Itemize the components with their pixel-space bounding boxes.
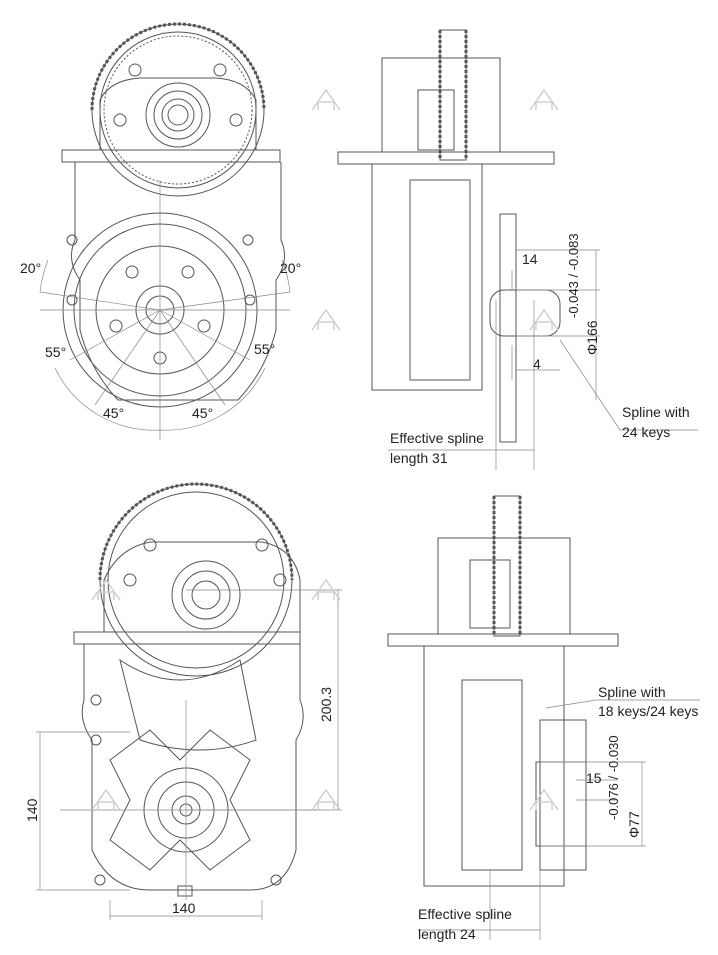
dimension-label: 140 [172, 900, 196, 916]
spline-note: Spline with [598, 684, 666, 700]
effective-length-note: Effective spline [418, 906, 512, 922]
watermark-logo [91, 788, 121, 811]
watermark-logo [311, 578, 341, 601]
top-side-view [337, 29, 698, 470]
spline-note: 18 keys/24 keys [598, 703, 699, 719]
dimension-label: 200.3 [318, 686, 334, 722]
tolerance-label: -0.076 / -0.030 [606, 735, 621, 820]
effective-length-note: length 24 [418, 926, 476, 942]
watermark-group [91, 88, 559, 811]
watermark-logo [311, 308, 341, 331]
dimension-label: 140 [24, 798, 40, 822]
tolerance-label: -0.043 / -0.083 [566, 233, 581, 318]
angle-label: 55° [45, 344, 67, 360]
effective-length-note: Effective spline [390, 430, 484, 446]
bottom-front-view [36, 482, 342, 920]
angle-label: 20° [280, 260, 302, 276]
watermark-logo [311, 788, 341, 811]
angle-label: 45° [103, 405, 125, 421]
diameter-label: Φ166 [584, 320, 600, 355]
angle-label: 55° [254, 341, 276, 357]
dimension-label: 4 [533, 356, 541, 372]
watermark-logo [311, 88, 341, 111]
watermark-logo [91, 578, 121, 601]
spline-note: Spline with [622, 404, 690, 420]
top-front-view [39, 22, 291, 440]
bottom-side-view [387, 495, 700, 940]
dimension-label: 15 [586, 770, 602, 786]
spline-note: 24 keys [622, 424, 671, 440]
angle-label: 20° [20, 260, 42, 276]
angle-label: 45° [192, 405, 214, 421]
watermark-logo [529, 88, 559, 111]
watermark-logo [529, 788, 559, 811]
dimension-label: 14 [522, 251, 538, 267]
effective-length-note: length 31 [390, 450, 448, 466]
diameter-label: Φ77 [626, 811, 642, 838]
watermark-logo [529, 308, 559, 331]
